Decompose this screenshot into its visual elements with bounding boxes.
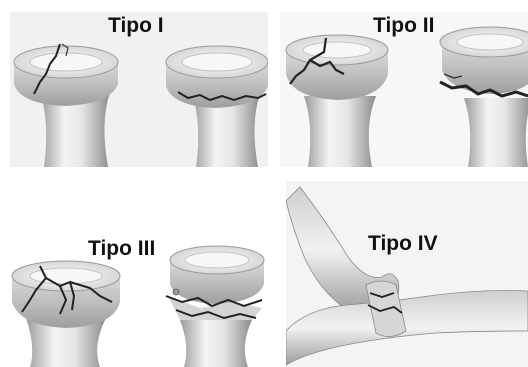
label-tipo-3: Tipo III xyxy=(88,237,155,261)
label-tipo-1: Tipo I xyxy=(108,14,164,38)
tipo-3-illustration xyxy=(0,178,290,367)
label-tipo-2: Tipo II xyxy=(373,14,434,38)
radial-head-bone-4 xyxy=(440,27,528,167)
panel-tipo-4 xyxy=(286,181,528,367)
radial-head-bone-2 xyxy=(166,46,268,167)
forearm-bones xyxy=(286,281,528,365)
radial-head-bone-6 xyxy=(168,246,264,367)
tipo-4-illustration xyxy=(286,181,528,367)
radial-head-bone-5 xyxy=(12,261,120,367)
radial-head-bone-1 xyxy=(14,46,118,167)
radial-head-bone-3 xyxy=(286,35,388,167)
label-tipo-4: Tipo IV xyxy=(368,232,438,256)
panel-tipo-3 xyxy=(0,178,290,367)
